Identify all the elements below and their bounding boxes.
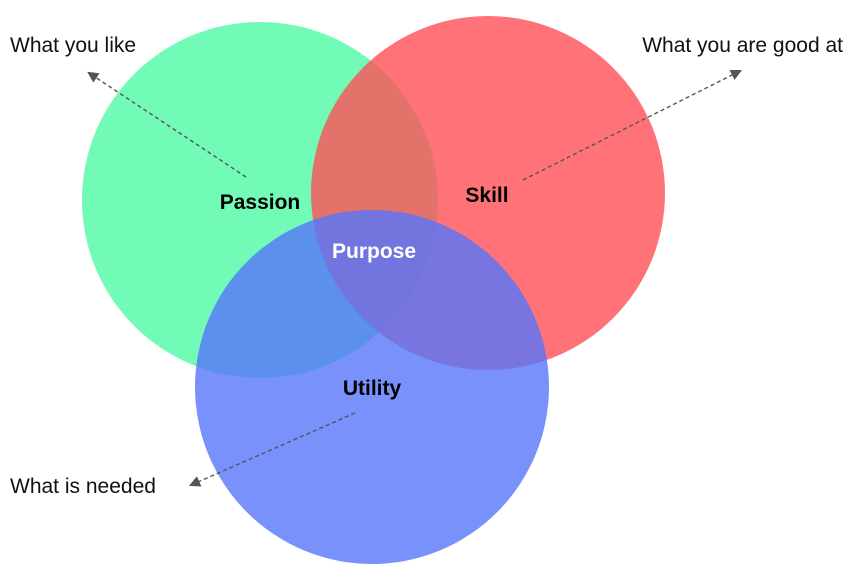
purpose-label: Purpose <box>332 240 416 263</box>
passion-pointer-arrow <box>87 71 247 178</box>
utility-label: Utility <box>343 377 402 400</box>
passion-label: Passion <box>220 191 301 214</box>
utility-pointer-arrow <box>188 412 356 487</box>
passion-callout-text: What you like <box>10 34 136 57</box>
utility-callout-text: What is needed <box>10 475 156 498</box>
skill-label: Skill <box>465 184 508 207</box>
skill-pointer-arrow <box>522 69 743 181</box>
utility-circle <box>195 210 549 564</box>
skill-callout-text: What you are good at <box>642 34 843 57</box>
